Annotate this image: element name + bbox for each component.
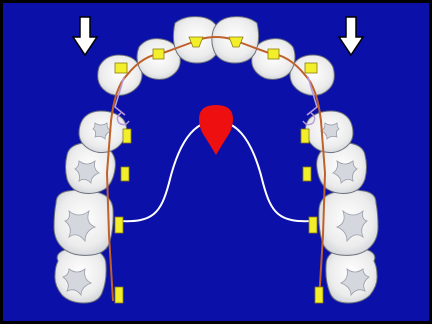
tooth-left-molar-1 <box>54 190 113 256</box>
bracket-left-premolar-1 <box>123 129 131 143</box>
bracket-right-premolar-1 <box>301 129 309 143</box>
bracket-left-premolar-2 <box>121 167 129 181</box>
tooth-right-molar-1 <box>319 190 378 256</box>
tube-left-molar-1 <box>115 217 123 233</box>
bracket-right-premolar-2 <box>303 167 311 181</box>
bracket-right-canine <box>305 63 317 73</box>
bracket-left-lateral <box>153 49 164 59</box>
bracket-left-canine <box>115 63 127 73</box>
tooth-left-molar-2 <box>55 247 106 303</box>
tooth-right-molar-2 <box>326 247 377 303</box>
tube-right-molar-2 <box>315 287 323 303</box>
tube-left-molar-2 <box>115 287 123 303</box>
bracket-right-lateral <box>268 49 279 59</box>
tube-right-molar-1 <box>309 217 317 233</box>
dental-arch-diagram <box>3 3 429 321</box>
